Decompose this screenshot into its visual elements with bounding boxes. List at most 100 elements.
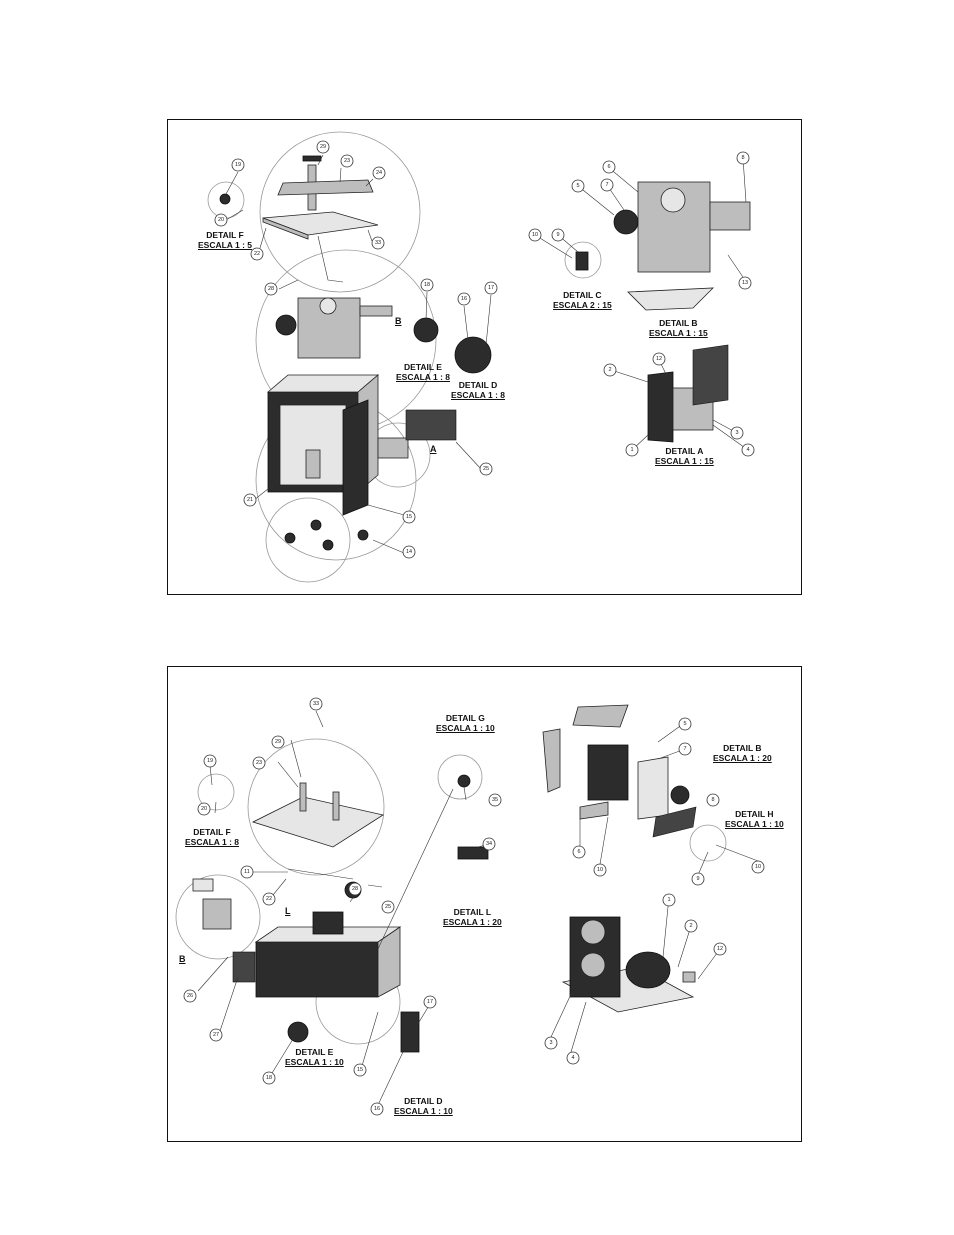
evaporator-fan <box>275 314 297 336</box>
callout-b-15: 15 <box>353 1063 367 1077</box>
condensing-unit-small <box>377 437 409 459</box>
callout-b-8: 8 <box>706 793 720 807</box>
detail-g-leader <box>377 788 454 950</box>
svg-text:19: 19 <box>207 758 213 764</box>
svg-text:15: 15 <box>406 514 412 520</box>
callout-5: 5 <box>571 179 585 193</box>
side-grille <box>232 951 256 983</box>
callout-b-1: 1 <box>662 893 676 907</box>
svg-text:22: 22 <box>266 896 272 902</box>
exploded-view-panel-top: 19 20 29 23 24 33 22 28 18 16 17 25 21 1… <box>167 119 802 595</box>
detail-ring-g-b <box>437 754 483 800</box>
callout-10: 10 <box>528 228 542 242</box>
svg-text:6: 6 <box>607 164 610 170</box>
svg-text:4: 4 <box>746 447 749 453</box>
svg-text:25: 25 <box>483 466 489 472</box>
detail-ring-c <box>564 241 602 279</box>
svg-text:3: 3 <box>735 430 738 436</box>
detail-ring-b-b <box>175 874 261 960</box>
detail-letter-a-top: A <box>430 444 437 454</box>
detail-d-part-b <box>400 1011 420 1053</box>
detail-b-evaporator <box>202 898 232 930</box>
callout-9: 9 <box>551 228 565 242</box>
callout-b-28: 28 <box>348 882 362 896</box>
svg-text:14: 14 <box>406 549 412 555</box>
svg-text:26: 26 <box>187 993 193 999</box>
callout-b-35: 35 <box>488 793 502 807</box>
svg-text:29: 29 <box>275 739 281 745</box>
svg-text:5: 5 <box>683 721 686 727</box>
compressor <box>625 951 671 989</box>
svg-text:1: 1 <box>667 897 670 903</box>
callout-b-11b: 10 <box>593 863 607 877</box>
keg-cylinder <box>305 449 321 479</box>
svg-text:12: 12 <box>656 356 662 362</box>
callout-25: 25 <box>479 462 493 476</box>
callout-b-20: 20 <box>197 802 211 816</box>
svg-text:28: 28 <box>268 286 274 292</box>
svg-text:17: 17 <box>427 999 433 1005</box>
callout-4: 4 <box>741 443 755 457</box>
svg-text:4: 4 <box>571 1055 574 1061</box>
svg-text:16: 16 <box>374 1106 380 1112</box>
callout-15: 15 <box>402 510 416 524</box>
long-cabinet-front <box>255 941 379 998</box>
evaporator-coil <box>587 744 629 801</box>
callout-18: 18 <box>420 278 434 292</box>
svg-text:20: 20 <box>218 217 224 223</box>
callout-3: 3 <box>730 426 744 440</box>
drip-tray-frame <box>277 179 374 196</box>
callout-b-26: 26 <box>183 989 197 1003</box>
callout-24: 24 <box>372 166 386 180</box>
svg-text:23: 23 <box>344 158 350 164</box>
callout-b-25: 25 <box>381 900 395 914</box>
detail-b-fan <box>613 209 639 235</box>
condenser-fan-1 <box>580 919 606 945</box>
svg-text:20: 20 <box>201 806 207 812</box>
svg-text:33: 33 <box>313 701 319 707</box>
svg-text:16: 16 <box>461 296 467 302</box>
svg-text:3: 3 <box>549 1040 552 1046</box>
svg-text:34: 34 <box>486 841 492 847</box>
callout-29: 29 <box>316 140 330 154</box>
svg-text:10: 10 <box>755 864 761 870</box>
callout-b-4: 4 <box>566 1051 580 1065</box>
detail-l-manifold <box>457 846 489 860</box>
countertop-edge <box>262 217 309 240</box>
detail-d-part <box>454 336 492 374</box>
callout-b-7: 7 <box>678 742 692 756</box>
duct-extension <box>359 305 393 317</box>
svg-text:25: 25 <box>385 904 391 910</box>
callout-12: 12 <box>652 352 666 366</box>
callout-22: 22 <box>250 247 264 261</box>
callout-19: 19 <box>231 158 245 172</box>
callout-b-12: 12 <box>713 942 727 956</box>
countertop <box>262 211 379 236</box>
svg-text:18: 18 <box>266 1075 272 1081</box>
callout-b-2: 2 <box>684 919 698 933</box>
tower-head <box>302 155 322 162</box>
panel-opening <box>319 297 337 315</box>
callout-20: 20 <box>214 213 228 227</box>
callout-b-29: 29 <box>271 735 285 749</box>
detail-c-part <box>575 251 589 271</box>
callout-21: 21 <box>243 493 257 507</box>
callout-b-9: 9 <box>691 872 705 886</box>
svg-text:2: 2 <box>689 923 692 929</box>
detail-b-drip-pan <box>627 287 715 311</box>
svg-text:12: 12 <box>717 946 723 952</box>
detail-letter-b-bottom: B <box>179 954 186 964</box>
svg-text:15: 15 <box>357 1067 363 1073</box>
svg-text:9: 9 <box>696 876 699 882</box>
callout-23: 23 <box>340 154 354 168</box>
tower-2 <box>332 791 340 821</box>
callout-b-3: 3 <box>544 1036 558 1050</box>
